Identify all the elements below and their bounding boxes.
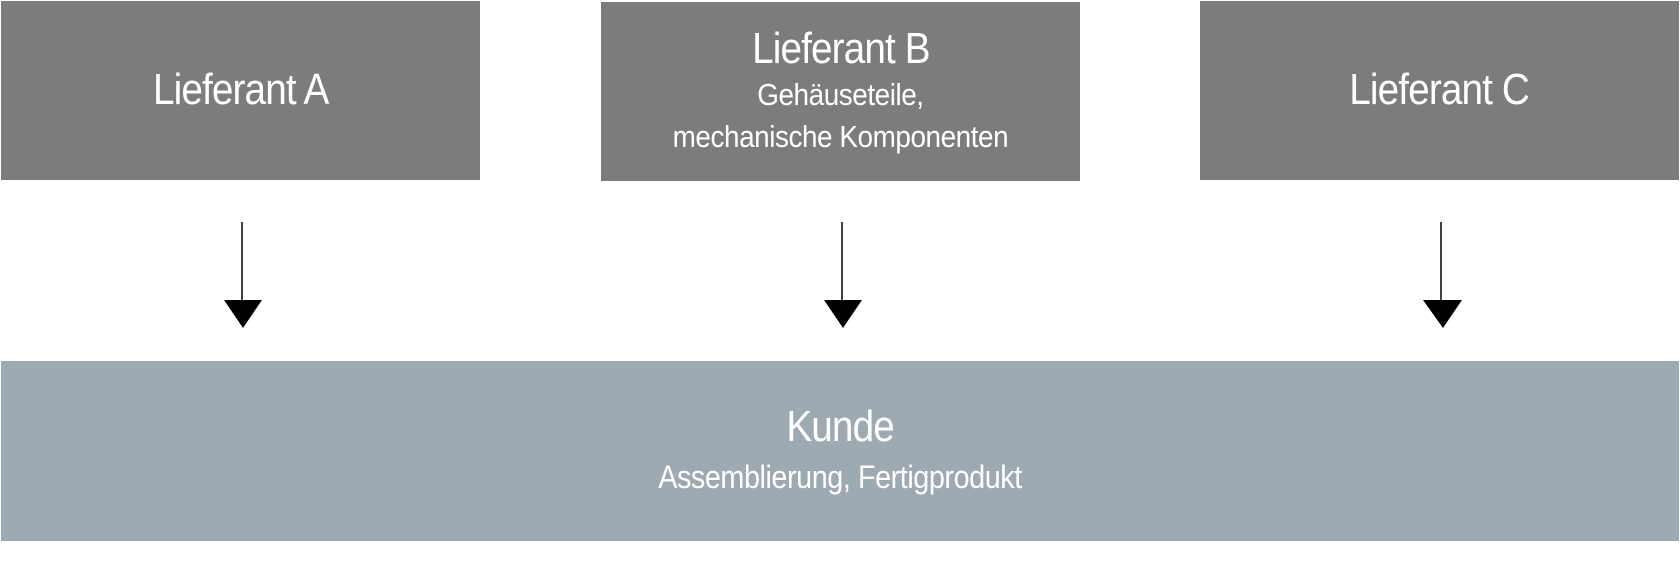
- supplier-c-title: Lieferant C: [1349, 65, 1531, 115]
- supplier-b-box: Lieferant B Gehäuseteile, mechanische Ko…: [601, 2, 1080, 181]
- supplier-b-title: Lieferant B: [751, 24, 930, 74]
- arrow-a: [224, 222, 262, 328]
- arrow-b: [824, 222, 862, 328]
- supplier-b-line-2: mechanische Komponenten: [672, 118, 1009, 154]
- supplier-b-line-1: Gehäuseteile,: [757, 76, 924, 112]
- customer-title: Kunde: [786, 402, 894, 452]
- arrow-c: [1423, 222, 1462, 328]
- customer-box: Kunde Assemblierung, Fertigprodukt: [1, 361, 1679, 541]
- supplier-a-box: Lieferant A: [1, 1, 480, 180]
- supplier-c-box: Lieferant C: [1200, 1, 1679, 180]
- customer-subtitle: Assemblierung, Fertigprodukt: [658, 458, 1022, 495]
- supplier-a-title: Lieferant A: [152, 65, 329, 115]
